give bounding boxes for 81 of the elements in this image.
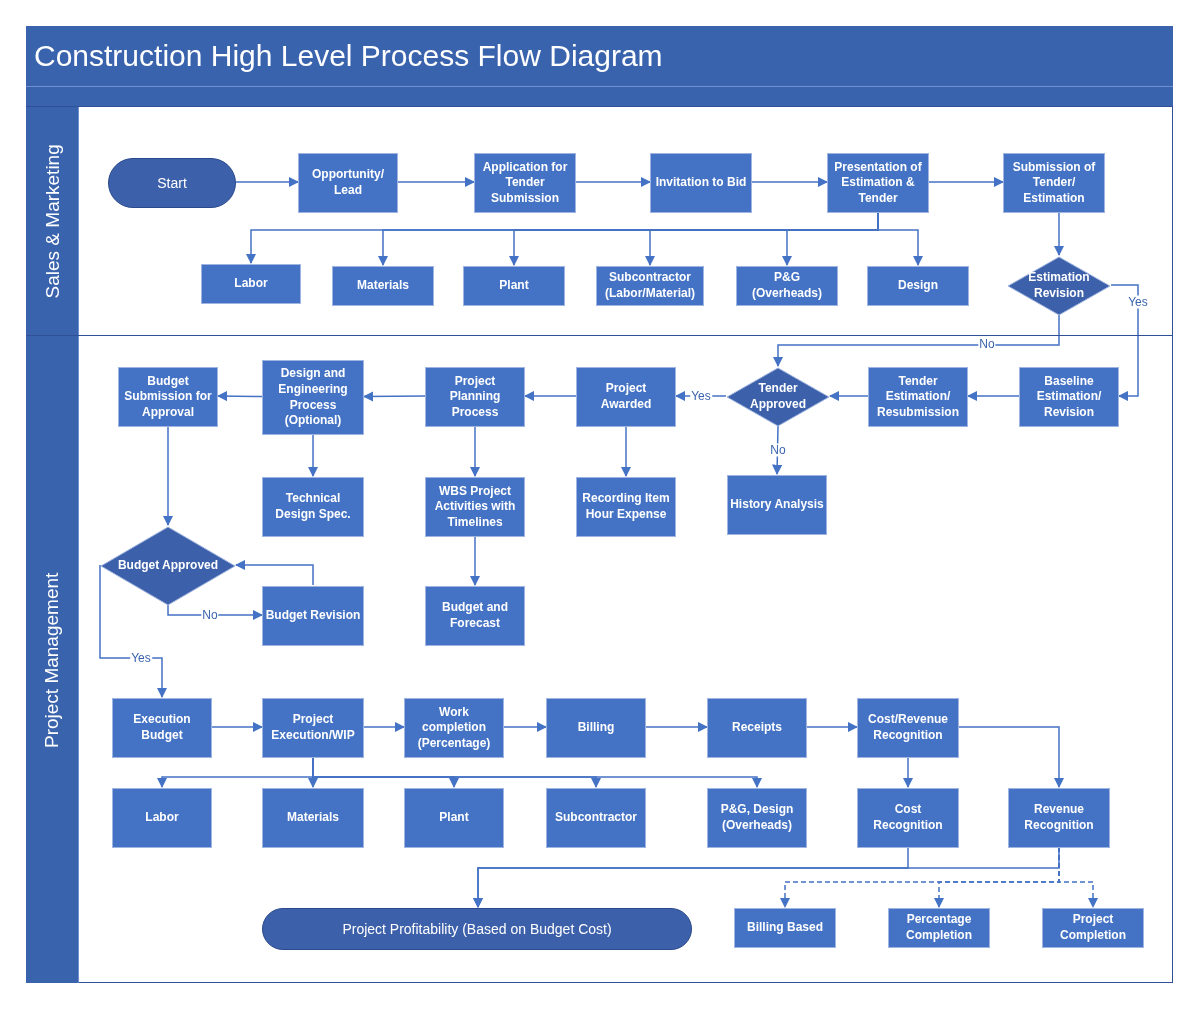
process-box: Tender Estimation/ Resubmission	[868, 367, 968, 427]
arrow	[503, 721, 548, 733]
process-box: Materials	[332, 266, 434, 306]
arrow	[363, 721, 406, 733]
decision-diamond: Tender Approved	[726, 367, 830, 427]
process-box: Billing Based	[734, 908, 836, 948]
process-box: Percentage Completion	[888, 908, 990, 948]
edge-label: Yes	[690, 389, 712, 403]
process-box: Opportunity/ Lead	[298, 153, 398, 213]
arrow	[99, 564, 168, 699]
process-box: Project Execution/WIP	[262, 698, 364, 758]
process-box: Budget and Forecast	[425, 586, 525, 646]
arrow	[162, 425, 174, 527]
process-box: Plant	[463, 266, 565, 306]
decision-diamond: Budget Approved	[100, 526, 236, 606]
process-box: Budget Submission for Approval	[118, 367, 218, 427]
edge-label: No	[978, 337, 996, 351]
arrow	[958, 726, 1065, 789]
process-box: Plant	[404, 788, 504, 848]
arrow	[966, 390, 1020, 402]
arrow	[1053, 211, 1065, 257]
process-box: Cost Recognition	[857, 788, 959, 848]
edge-label: No	[201, 608, 219, 622]
arrow	[1110, 284, 1139, 402]
arrow	[167, 604, 264, 621]
arrow	[751, 176, 829, 188]
process-box: Project Awarded	[576, 367, 676, 427]
arrow	[235, 176, 300, 188]
process-box: Budget Revision	[262, 586, 364, 646]
process-box: P&G (Overheads)	[736, 266, 838, 306]
arrow	[575, 176, 652, 188]
edge-label: No	[769, 443, 787, 457]
arrow	[469, 535, 481, 587]
process-box: P&G, Design (Overheads)	[707, 788, 807, 848]
process-box: Labor	[112, 788, 212, 848]
process-box: Work completion (Percentage)	[404, 698, 504, 758]
edge-label: Yes	[1127, 295, 1149, 309]
process-box: Receipts	[707, 698, 807, 758]
process-box: WBS Project Activities with Timelines	[425, 477, 525, 537]
arrow	[211, 721, 264, 733]
arrow	[620, 425, 632, 478]
process-box: Recording Item Hour Expense	[576, 477, 676, 537]
arrow	[806, 721, 859, 733]
process-box: Cost/Revenue Recognition	[857, 698, 959, 758]
arrow	[902, 756, 914, 789]
process-box: History Analysis	[727, 475, 827, 535]
process-box: Submission of Tender/ Estimation	[1003, 153, 1105, 213]
arrow	[397, 176, 476, 188]
arrow	[772, 314, 1060, 368]
process-box: Project Planning Process	[425, 367, 525, 427]
process-box: Subcontractor (Labor/Material)	[596, 266, 704, 306]
process-box: Presentation of Estimation & Tender	[827, 153, 929, 213]
process-box: Application for Tender Submission	[474, 153, 576, 213]
arrow	[523, 390, 577, 402]
process-box: Design	[867, 266, 969, 306]
arrow	[928, 176, 1005, 188]
terminator-shape: Start	[108, 158, 236, 208]
arrow	[234, 559, 314, 586]
lane-label: Sales & Marketing	[40, 144, 64, 299]
process-box: Execution Budget	[112, 698, 212, 758]
process-box: Invitation to Bid	[650, 153, 752, 213]
arrow	[362, 391, 426, 402]
process-box: Revenue Recognition	[1008, 788, 1110, 848]
arrow	[307, 433, 319, 478]
arrow	[828, 390, 869, 402]
process-box: Technical Design Spec.	[262, 477, 364, 537]
title-bar: Construction High Level Process Flow Diagram	[26, 26, 1173, 86]
lane-label: Project Management	[40, 572, 64, 748]
arrow	[216, 390, 263, 402]
process-box: Baseline Estimation/ Revision	[1019, 367, 1119, 427]
edge-label: Yes	[130, 651, 152, 665]
decision-diamond: Estimation Revision	[1007, 256, 1111, 316]
process-box: Materials	[262, 788, 364, 848]
arrow	[469, 425, 481, 478]
process-box: Billing	[546, 698, 646, 758]
process-box: Project Completion	[1042, 908, 1144, 948]
process-box: Design and Engineering Process (Optional)	[262, 360, 364, 435]
terminator-shape: Project Profitability (Based on Budget Cost)	[262, 908, 692, 950]
arrow	[645, 721, 709, 733]
process-box: Subcontractor	[546, 788, 646, 848]
process-box: Labor	[201, 264, 301, 304]
